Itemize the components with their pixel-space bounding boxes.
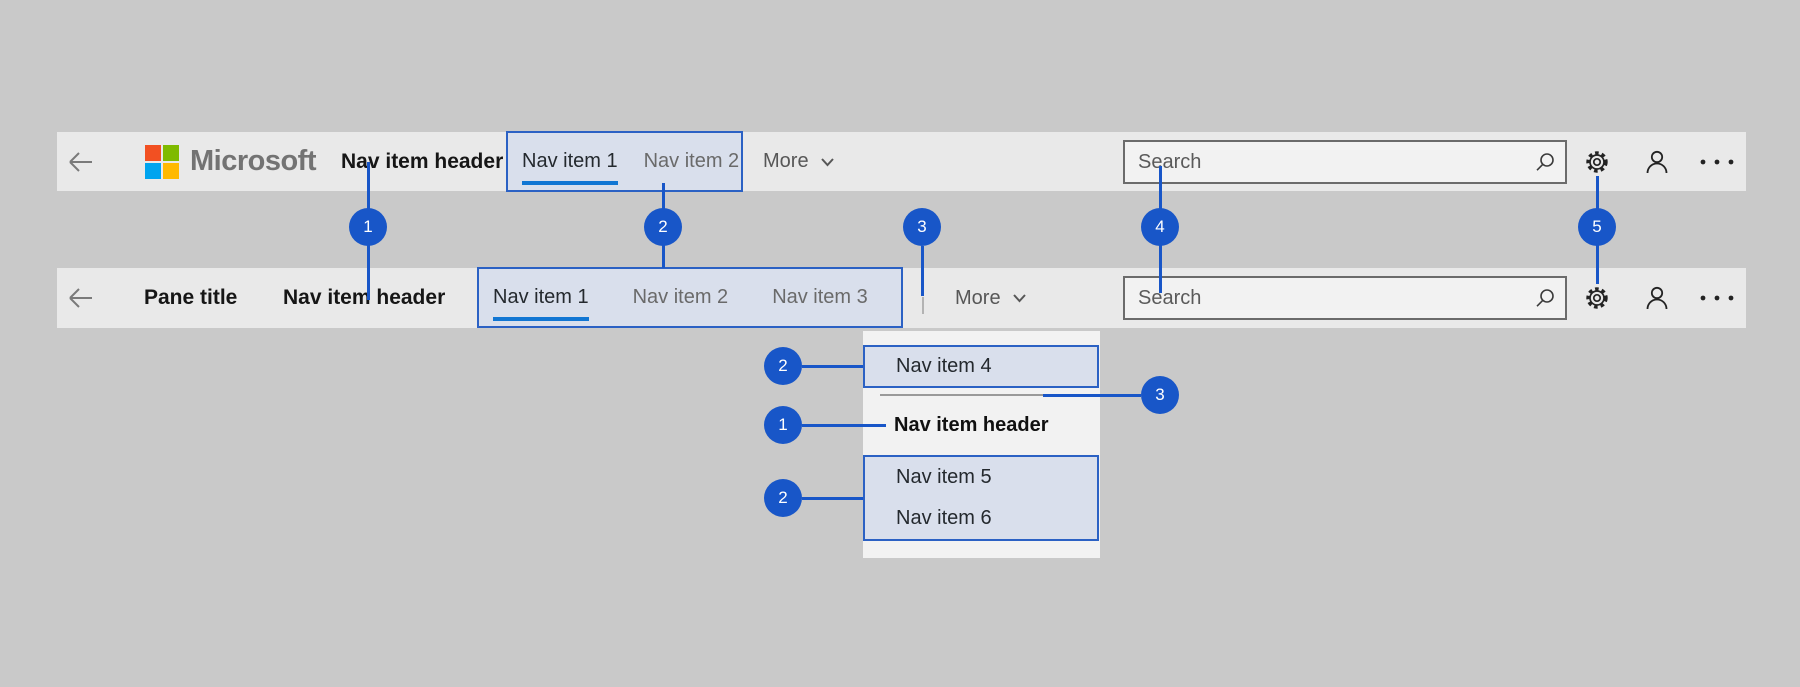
top-more-label: More (763, 150, 809, 172)
pane-more-options-button[interactable] (1697, 282, 1737, 314)
top-more-options-button[interactable] (1697, 146, 1737, 178)
callout-line-flyout-2a (802, 364, 863, 368)
callout-line-flyout-3 (1043, 393, 1141, 397)
search-icon (1536, 153, 1554, 171)
top-nav-item-2[interactable]: Nav item 2 (643, 150, 740, 172)
gear-icon (1586, 287, 1608, 309)
pane-nav-item-2[interactable]: Nav item 2 (632, 286, 729, 308)
top-nav-item-header: Nav item header (341, 149, 504, 173)
pane-title: Pane title (144, 286, 238, 309)
pane-more-button[interactable]: More (955, 268, 1027, 328)
microsoft-logo-icon (145, 144, 179, 179)
person-icon (1646, 150, 1668, 173)
pane-back-button[interactable] (63, 283, 97, 313)
pane-nav-item-3[interactable]: Nav item 3 (772, 286, 868, 308)
top-nav-items-group: Nav item 1 Nav item 2 (506, 131, 743, 192)
callout-badge-2: 2 (644, 208, 682, 246)
top-more-button[interactable]: More (763, 132, 835, 191)
callout-badge-flyout-2b: 2 (764, 479, 802, 517)
flyout-item-group-bottom: Nav item 5 Nav item 6 (863, 455, 1099, 541)
flyout-nav-item-4[interactable]: Nav item 4 (896, 355, 992, 377)
pane-search-button[interactable] (1525, 278, 1565, 318)
callout-badge-4: 4 (1141, 208, 1179, 246)
callout-badge-flyout-1: 1 (764, 406, 802, 444)
pane-search-input[interactable] (1125, 286, 1525, 310)
top-account-button[interactable] (1641, 146, 1673, 178)
top-search-box (1123, 140, 1567, 184)
search-icon (1536, 289, 1554, 307)
pane-nav-items-group: Nav item 1 Nav item 2 Nav item 3 (477, 267, 903, 328)
back-arrow-icon (69, 288, 92, 308)
gear-icon (1586, 150, 1608, 173)
back-button[interactable] (63, 147, 97, 177)
chevron-down-icon (820, 157, 834, 166)
top-nav-item-1[interactable]: Nav item 1 (522, 133, 618, 190)
logo-square-red (145, 144, 161, 161)
callout-badge-3: 3 (903, 208, 941, 246)
flyout-separator (880, 394, 1043, 396)
pane-nav-item-header: Nav item header (283, 286, 446, 309)
pane-search-box (1123, 276, 1567, 320)
ellipsis-icon (1700, 159, 1734, 164)
pane-nav-item-1[interactable]: Nav item 1 (493, 269, 589, 326)
pane-account-button[interactable] (1641, 282, 1673, 314)
more-flyout-menu: Nav item 4 Nav item header Nav item 5 Na… (863, 331, 1100, 558)
ellipsis-icon (1700, 295, 1734, 301)
pane-more-label: More (955, 286, 1001, 309)
nav-overflow-divider (922, 297, 924, 314)
microsoft-logo[interactable]: Microsoft (145, 144, 317, 179)
callout-line-flyout-1 (802, 423, 886, 427)
top-nav-bar: Microsoft Nav item header Nav item 1 Nav… (57, 131, 1746, 192)
callout-badge-1: 1 (349, 208, 387, 246)
logo-square-yellow (163, 162, 179, 179)
flyout-nav-item-5[interactable]: Nav item 5 (896, 466, 992, 488)
top-settings-button[interactable] (1581, 146, 1613, 178)
chevron-down-icon (1012, 294, 1026, 303)
back-arrow-icon (69, 151, 92, 172)
flyout-nav-item-header: Nav item header (894, 414, 1049, 436)
callout-badge-flyout-3: 3 (1141, 376, 1179, 414)
callout-line-flyout-2b (802, 496, 863, 500)
top-search-input[interactable] (1125, 150, 1525, 174)
callout-badge-flyout-2a: 2 (764, 347, 802, 385)
flyout-item-group-top: Nav item 4 (863, 345, 1099, 388)
pane-settings-button[interactable] (1581, 282, 1613, 314)
pane-nav-bar: Pane title Nav item header Nav item 1 Na… (57, 267, 1746, 328)
person-icon (1646, 286, 1668, 310)
flyout-nav-item-6[interactable]: Nav item 6 (896, 507, 992, 529)
microsoft-logo-text: Microsoft (190, 145, 317, 177)
top-search-button[interactable] (1525, 142, 1565, 182)
callout-badge-5: 5 (1578, 208, 1616, 246)
logo-square-blue (145, 162, 161, 179)
logo-square-green (163, 144, 179, 161)
callout-line-3 (920, 246, 924, 296)
